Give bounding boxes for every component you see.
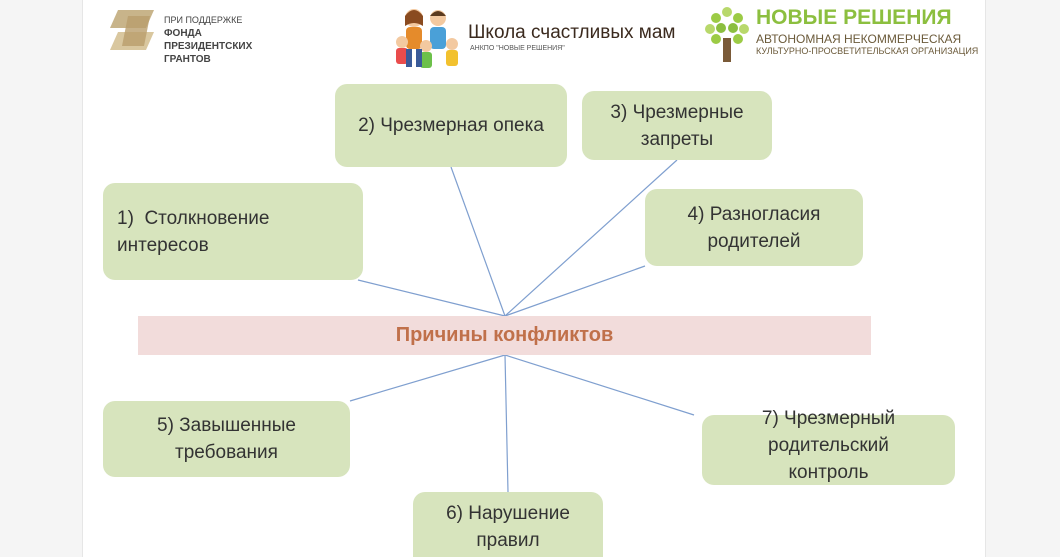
- fund-line-1: ПРИ ПОДДЕРЖКЕ: [164, 14, 252, 27]
- school-title: Школа счастливых мам: [468, 22, 675, 44]
- new-solutions-subtitle-2: КУЛЬТУРНО-ПРОСВЕТИТЕЛЬСКАЯ ОРГАНИЗАЦИЯ: [756, 46, 978, 56]
- center-topic: Причины конфликтов: [138, 316, 871, 355]
- connector-node-1: [358, 280, 505, 316]
- fund-line-4: ГРАНТОВ: [164, 53, 252, 66]
- node-5: 5) Завышенные требования: [103, 401, 350, 477]
- connector-node-7: [505, 355, 694, 415]
- happy-moms-school-logo: Школа счастливых мам АНКПО "НОВЫЕ РЕШЕНИ…: [392, 4, 672, 74]
- connector-node-5: [350, 355, 505, 401]
- node-4: 4) Разногласия родителей: [645, 189, 863, 266]
- node-6-line-2: правил: [446, 527, 570, 554]
- center-topic-label: Причины конфликтов: [396, 324, 614, 347]
- family-illustration-icon: [392, 4, 466, 74]
- node-5-line-2: требования: [157, 439, 296, 466]
- node-6: 6) Нарушение правил: [413, 492, 603, 557]
- node-7-line-3: контроль: [762, 459, 895, 486]
- node-1-line-1: 1) Столкновение: [117, 205, 269, 232]
- node-1-line-2: интересов: [117, 232, 269, 259]
- node-4-line-2: родителей: [688, 228, 821, 255]
- fund-line-2: ФОНДА: [164, 27, 252, 40]
- node-7: 7) Чрезмерный родительский контроль: [702, 415, 955, 485]
- node-5-line-1: 5) Завышенные: [157, 412, 296, 439]
- node-3-line-2: запреты: [610, 126, 743, 153]
- new-solutions-title: НОВЫЕ РЕШЕНИЯ: [756, 6, 952, 30]
- node-2: 2) Чрезмерная опека: [335, 84, 567, 167]
- node-7-line-1: 7) Чрезмерный: [762, 405, 895, 432]
- tree-icon: [704, 4, 750, 64]
- fund-line-3: ПРЕЗИДЕНТСКИХ: [164, 40, 252, 53]
- fund-mark-icon: [110, 8, 156, 52]
- node-2-line-1: 2) Чрезмерная опека: [358, 112, 544, 139]
- connector-node-6: [505, 355, 508, 492]
- new-solutions-logo: НОВЫЕ РЕШЕНИЯ АВТОНОМНАЯ НЕКОММЕРЧЕСКАЯ …: [704, 2, 964, 66]
- fund-text: ПРИ ПОДДЕРЖКЕ ФОНДА ПРЕЗИДЕНТСКИХ ГРАНТО…: [164, 14, 252, 66]
- node-7-line-2: родительский: [762, 432, 895, 459]
- school-subtitle: АНКПО "НОВЫЕ РЕШЕНИЯ": [470, 45, 565, 52]
- connector-node-4: [505, 266, 645, 316]
- connector-node-2: [451, 167, 505, 316]
- node-1: 1) Столкновение интересов: [103, 183, 363, 280]
- presidential-grants-logo: ПРИ ПОДДЕРЖКЕ ФОНДА ПРЕЗИДЕНТСКИХ ГРАНТО…: [110, 8, 290, 72]
- node-6-line-1: 6) Нарушение: [446, 500, 570, 527]
- node-3: 3) Чрезмерные запреты: [582, 91, 772, 160]
- new-solutions-subtitle-1: АВТОНОМНАЯ НЕКОММЕРЧЕСКАЯ: [756, 32, 961, 46]
- node-3-line-1: 3) Чрезмерные: [610, 99, 743, 126]
- node-4-line-1: 4) Разногласия: [688, 201, 821, 228]
